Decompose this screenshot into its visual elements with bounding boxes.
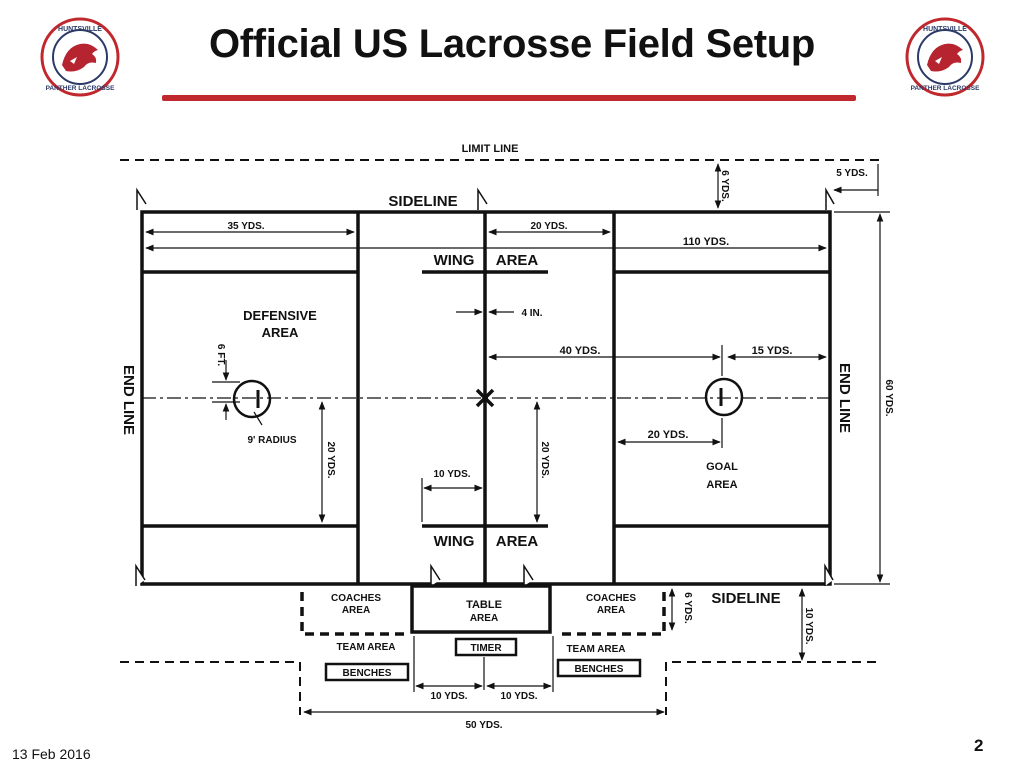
dim-20-yds-goal-label: 20 YDS. xyxy=(648,429,689,441)
dim-110-yds-label: 110 YDS. xyxy=(683,236,729,248)
panther-eye-icon xyxy=(70,57,77,64)
dim-6-ft-label: 6 FT. xyxy=(215,344,226,366)
timer-box xyxy=(454,637,518,657)
dim-20-yds-center-v-label: 20 YDS. xyxy=(539,441,550,478)
logo-top-text: HUNTSVILLE xyxy=(58,26,102,33)
panther-lacrosse-logo-left: HUNTSVILLE PANTHER LACROSSE xyxy=(40,17,120,97)
table-label-2: AREA xyxy=(470,613,498,624)
page-number: 2 xyxy=(974,736,984,755)
flag-icon xyxy=(477,187,488,210)
defensive-area-label-1: DEFENSIVE xyxy=(243,308,317,323)
coaches-right-label-2: AREA xyxy=(597,605,625,616)
dim-10-yds-right-v-label: 10 YDS. xyxy=(803,607,814,644)
dim-4-in-label: 4 IN. xyxy=(521,308,542,319)
coaches-area-left xyxy=(300,592,410,636)
coaches-area-right xyxy=(556,592,666,636)
dim-20-yds-left-v-label: 20 YDS. xyxy=(325,441,336,478)
wing-top-label: WING xyxy=(434,252,475,269)
dim-35-yds-label: 35 YDS. xyxy=(227,221,264,232)
benches-right-label: BENCHES xyxy=(575,664,624,675)
panther-lacrosse-logo-right: HUNTSVILLE PANTHER LACROSSE xyxy=(905,17,985,97)
coaches-right-label-1: COACHES xyxy=(586,593,636,604)
dim-6-yds-top-label: 6 YDS. xyxy=(719,170,730,202)
benches-left-label: BENCHES xyxy=(343,668,392,679)
dim-10-yds-wing-label: 10 YDS. xyxy=(433,469,470,480)
timer-label: TIMER xyxy=(470,643,502,654)
dim-5-yds-label: 5 YDS. xyxy=(836,168,868,179)
goal-crease-right xyxy=(704,377,744,417)
flag-icon xyxy=(136,187,147,210)
flag-icon xyxy=(430,563,441,586)
benches-right-box xyxy=(556,658,642,678)
goal-area-label-2: AREA xyxy=(706,479,737,491)
dim-10-yds-bench-right-label: 10 YDS. xyxy=(500,691,537,702)
flag-icon xyxy=(825,187,835,210)
flag-icon xyxy=(824,563,834,586)
nine-radius-label: 9' RADIUS xyxy=(247,435,296,446)
panther-head-icon xyxy=(62,43,98,72)
center-face-off-mark xyxy=(475,388,495,408)
coaches-left-label-2: AREA xyxy=(342,605,370,616)
panther-eye-icon xyxy=(935,57,942,64)
logo-bottom-text: PANTHER LACROSSE xyxy=(911,85,981,92)
goal-crease-left xyxy=(232,379,272,419)
benches-left-box xyxy=(324,662,410,682)
area-top-label: AREA xyxy=(496,252,539,269)
table-area xyxy=(410,584,552,634)
team-area-right-label: TEAM AREA xyxy=(566,644,625,655)
end-line-left-label: END LINE xyxy=(120,365,137,435)
dim-15-yds-label: 15 YDS. xyxy=(752,345,793,357)
end-line-right-label: END LINE xyxy=(836,363,853,433)
defensive-area-label-2: AREA xyxy=(262,325,299,340)
corner-flags xyxy=(135,187,835,586)
table-label-1: TABLE xyxy=(466,599,502,611)
logo-bottom-text: PANTHER LACROSSE xyxy=(46,85,116,92)
goal-area-label-1: GOAL xyxy=(706,461,738,473)
footer-date: 13 Feb 2016 xyxy=(12,746,91,762)
dim-50-yds-label: 50 YDS. xyxy=(465,720,502,731)
area-bottom-label: AREA xyxy=(496,533,539,550)
dim-60-yds-label: 60 YDS. xyxy=(883,379,894,416)
slide-title: Official US Lacrosse Field Setup xyxy=(208,22,816,66)
flag-icon xyxy=(135,563,146,586)
dim-6-yds-bottom-label: 6 YDS. xyxy=(682,592,693,624)
flag-icon xyxy=(523,563,534,586)
dim-10-yds-bench-left-label: 10 YDS. xyxy=(430,691,467,702)
dim-40-yds-label: 40 YDS. xyxy=(560,345,601,357)
radius-leader xyxy=(253,411,263,426)
title-underline xyxy=(162,95,856,101)
panther-head-icon xyxy=(927,43,963,72)
logo-top-text: HUNTSVILLE xyxy=(923,26,967,33)
sideline-bottom-label: SIDELINE xyxy=(711,590,780,607)
dim-20-yds-top-label: 20 YDS. xyxy=(530,221,567,232)
sideline-top-label: SIDELINE xyxy=(388,193,457,210)
wing-bottom-label: WING xyxy=(434,533,475,550)
coaches-left-label-1: COACHES xyxy=(331,593,381,604)
limit-line-label: LIMIT LINE xyxy=(462,143,519,155)
team-area-left-label: TEAM AREA xyxy=(336,642,395,653)
